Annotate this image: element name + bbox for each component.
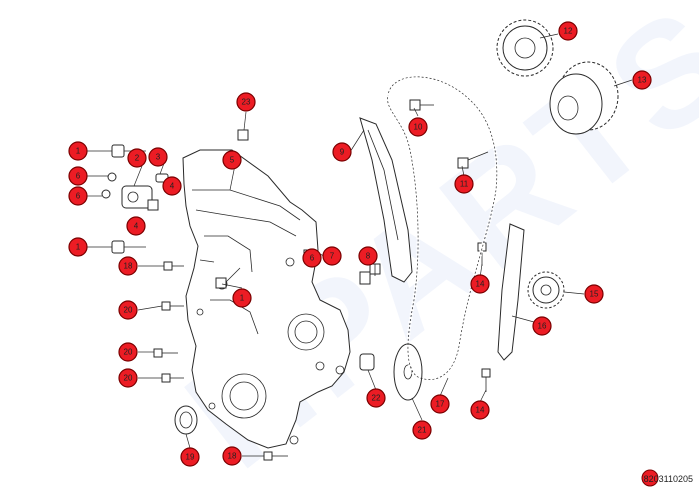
camshaft-sprocket <box>496 19 554 77</box>
callout-label: 6 <box>310 254 315 263</box>
callout-1-bottom[interactable]: 1 <box>68 237 88 257</box>
callout-label: 11 <box>460 180 469 189</box>
callout-label: 6 <box>76 192 81 201</box>
diagram-code-badge <box>641 469 659 487</box>
callout-20-bottom[interactable]: 20 <box>118 368 138 388</box>
callout-1-top[interactable]: 1 <box>68 141 88 161</box>
callout-3[interactable]: 3 <box>148 147 168 167</box>
callout-15[interactable]: 15 <box>584 284 604 304</box>
callout-20-top[interactable]: 20 <box>118 300 138 320</box>
callout-14-top[interactable]: 14 <box>470 274 490 294</box>
callout-label: 14 <box>476 280 485 289</box>
callout-18-bottom[interactable]: 18 <box>222 446 242 466</box>
callout-23[interactable]: 23 <box>236 92 256 112</box>
vvt-phaser <box>549 61 619 135</box>
timing-cover <box>182 149 351 449</box>
callout-label: 18 <box>228 452 237 461</box>
callout-label: 18 <box>124 262 133 271</box>
callout-14-bottom[interactable]: 14 <box>470 400 490 420</box>
callout-label: 22 <box>372 394 381 403</box>
callout-18-top[interactable]: 18 <box>118 256 138 276</box>
chain-guide-right <box>497 223 525 361</box>
front-seal <box>174 405 198 435</box>
diagram-code: 8203110205 <box>643 474 693 484</box>
callout-label: 14 <box>476 406 485 415</box>
callout-label: 20 <box>124 306 133 315</box>
callout-label: 16 <box>538 322 547 331</box>
spacer <box>359 353 375 371</box>
crankshaft-sprocket <box>527 271 565 309</box>
callout-22[interactable]: 22 <box>366 388 386 408</box>
callout-label: 1 <box>240 294 245 303</box>
callout-label: 1 <box>76 147 81 156</box>
callout-label: 9 <box>340 148 345 157</box>
callout-6-left[interactable]: 6 <box>68 186 88 206</box>
callout-label: 7 <box>330 252 335 261</box>
callout-21[interactable]: 21 <box>412 420 432 440</box>
callout-label: 20 <box>124 374 133 383</box>
callout-label: 15 <box>590 290 599 299</box>
callout-1-center[interactable]: 1 <box>232 288 252 308</box>
leader-lines <box>87 33 633 457</box>
callout-10[interactable]: 10 <box>408 117 428 137</box>
callout-13[interactable]: 13 <box>632 70 652 90</box>
callout-label: 4 <box>170 182 175 191</box>
callout-20-middle[interactable]: 20 <box>118 342 138 362</box>
callout-8[interactable]: 8 <box>358 246 378 266</box>
callout-label: 3 <box>156 153 161 162</box>
callout-label: 8 <box>366 252 371 261</box>
callout-label: 19 <box>186 453 195 462</box>
callout-5[interactable]: 5 <box>222 150 242 170</box>
callout-2[interactable]: 2 <box>127 148 147 168</box>
callout-label: 4 <box>134 222 139 231</box>
callout-4-top[interactable]: 4 <box>162 176 182 196</box>
chain-guide-left <box>359 117 413 283</box>
callout-12[interactable]: 12 <box>558 21 578 41</box>
callout-6-top[interactable]: 6 <box>68 166 88 186</box>
callout-label: 5 <box>230 156 235 165</box>
callout-11[interactable]: 11 <box>454 174 474 194</box>
callout-label: 17 <box>436 400 445 409</box>
callout-6-right[interactable]: 6 <box>302 248 322 268</box>
callout-19[interactable]: 19 <box>180 447 200 467</box>
callout-4-bottom[interactable]: 4 <box>126 216 146 236</box>
callout-label: 1 <box>76 243 81 252</box>
callout-label: 2 <box>135 154 140 163</box>
callout-7[interactable]: 7 <box>322 246 342 266</box>
callout-label: 6 <box>76 172 81 181</box>
callout-label: 21 <box>418 426 427 435</box>
crank-washer <box>393 343 423 401</box>
sensor-bracket <box>121 173 169 211</box>
callout-label: 20 <box>124 348 133 357</box>
callout-label: 23 <box>242 98 251 107</box>
callout-17[interactable]: 17 <box>430 394 450 414</box>
callout-label: 12 <box>564 27 573 36</box>
callout-16[interactable]: 16 <box>532 316 552 336</box>
callout-label: 13 <box>638 76 647 85</box>
callout-9[interactable]: 9 <box>332 142 352 162</box>
callout-label: 10 <box>414 123 423 132</box>
timing-chain <box>385 75 499 382</box>
